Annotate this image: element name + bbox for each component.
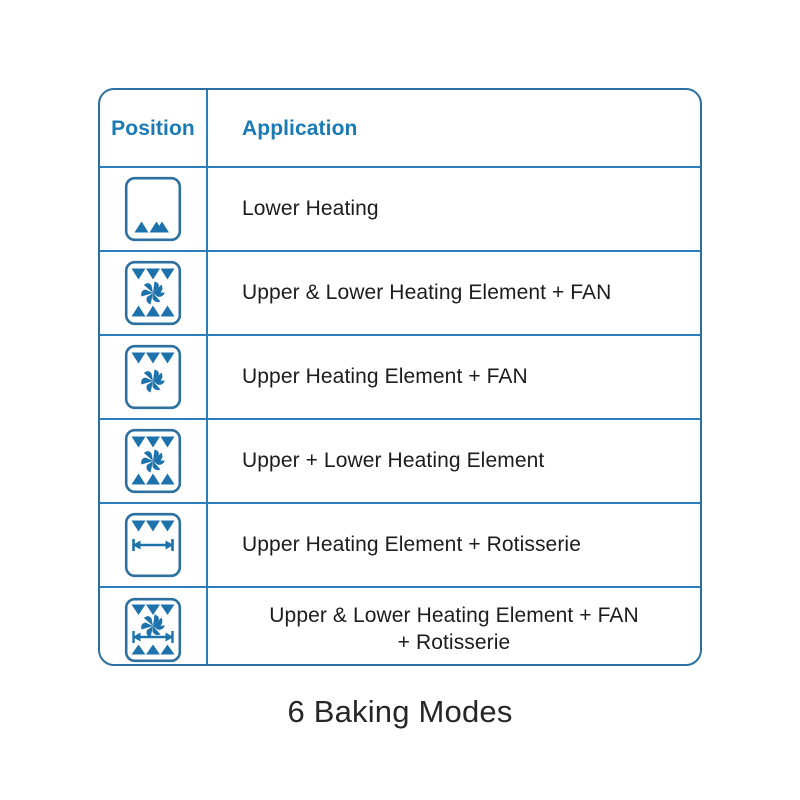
fan-blades [141, 614, 165, 638]
application-cell: Upper Heating Element + FAN [208, 336, 700, 418]
table-row: Upper Heating Element + FAN [100, 336, 700, 420]
position-cell [100, 168, 208, 250]
fan-blades [141, 449, 165, 473]
figure-caption: 6 Baking Modes [287, 694, 513, 729]
oven-mode-upper-lower-heating-fan-rotisserie-icon [124, 597, 182, 663]
table-row: Upper + Lower Heating Element [100, 420, 700, 504]
upper-heating-triangles [131, 520, 175, 532]
upper-heating-triangles [131, 604, 175, 615]
table-row: Lower Heating [100, 168, 700, 252]
position-cell [100, 420, 208, 502]
application-label: Upper + Lower Heating Element [242, 448, 545, 472]
oven-mode-upper-lower-heating-icon [124, 428, 182, 494]
application-label: Upper Heating Element + FAN [242, 364, 528, 388]
application-label: Upper & Lower Heating Element + FAN + Rot… [242, 603, 700, 657]
column-header-position: Position [111, 116, 195, 140]
table-header-row: Position Application [100, 90, 700, 168]
application-cell: Lower Heating [208, 168, 700, 250]
upper-heating-triangles [131, 268, 175, 280]
fan-blades [141, 369, 165, 393]
oven-mode-upper-heating-rotisserie-icon [124, 512, 182, 578]
table-row: Upper Heating Element + Rotisserie [100, 504, 700, 588]
header-cell-position: Position [100, 90, 208, 166]
baking-modes-table: Position Application Lower Heating [98, 88, 702, 666]
upper-heating-triangles [131, 436, 175, 448]
position-cell [100, 588, 208, 664]
application-label-line-2: + Rotisserie [397, 631, 511, 654]
lower-heating-triangles [131, 305, 175, 317]
upper-heating-triangles [131, 352, 175, 364]
header-cell-application: Application [208, 90, 700, 166]
rotisserie-arrow [132, 631, 174, 643]
table-row: Upper & Lower Heating Element + FAN [100, 252, 700, 336]
application-cell: Upper + Lower Heating Element [208, 420, 700, 502]
application-cell: Upper Heating Element + Rotisserie [208, 504, 700, 586]
oven-mode-lower-heating-icon [124, 176, 182, 242]
fan-blades [141, 281, 165, 305]
rotisserie-arrow [132, 539, 174, 551]
application-cell: Upper & Lower Heating Element + FAN + Rot… [208, 588, 700, 664]
lower-heating-triangles [131, 644, 175, 655]
position-cell [100, 336, 208, 418]
application-label: Lower Heating [242, 196, 379, 220]
table-row: Upper & Lower Heating Element + FAN + Rot… [100, 588, 700, 664]
oven-mode-upper-lower-heating-fan-icon [124, 260, 182, 326]
application-label-line-1: Upper & Lower Heating Element + FAN [269, 604, 639, 628]
oven-mode-upper-heating-fan-icon [124, 344, 182, 410]
position-cell [100, 504, 208, 586]
position-cell [100, 252, 208, 334]
lower-heating-triangles [131, 473, 175, 485]
application-cell: Upper & Lower Heating Element + FAN [208, 252, 700, 334]
application-label: Upper Heating Element + Rotisserie [242, 532, 581, 556]
application-label: Upper & Lower Heating Element + FAN [242, 280, 612, 304]
column-header-application: Application [242, 116, 358, 140]
